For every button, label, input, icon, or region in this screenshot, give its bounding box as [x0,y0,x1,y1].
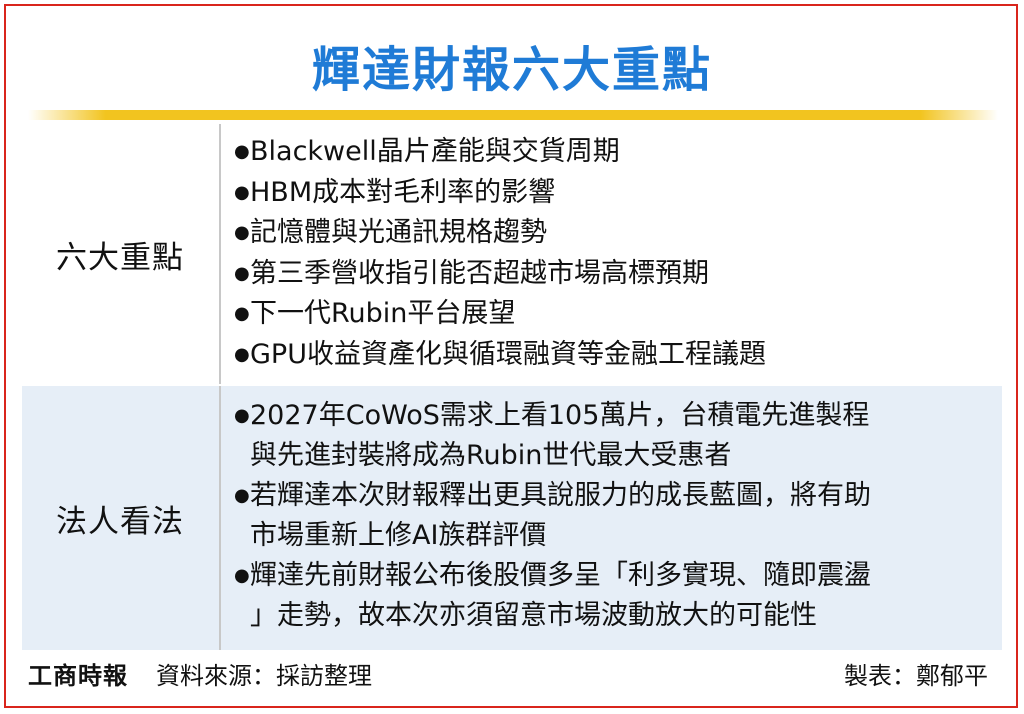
column-divider [219,386,221,650]
publisher-logo: 工商時報 [28,661,128,690]
table-credit: 製表：鄭郁平 [844,662,988,690]
row-label: 六大重點 [56,239,184,276]
list-item: ●下一代Rubin平台展望 [234,294,992,335]
list-item: ●若輝達本次財報釋出更具說服力的成長藍圖，將有助市場重新上修AI族群評價 [234,476,992,556]
bullet-icon: ● [234,262,250,284]
footer: 工商時報 資料來源：採訪整理 製表：鄭郁平 [28,656,988,692]
bullet-icon: ● [234,141,250,162]
source-note: 資料來源：採訪整理 [156,662,372,690]
list-item: ●Blackwell晶片產能與交貨周期 [234,132,992,173]
list-item: ●2027年CoWoS需求上看105萬片，台積電先進製程與先進封裝將成為Rubi… [234,396,992,476]
bullet-icon: ● [234,222,250,243]
list-item: ●HBM成本對毛利率的影響 [234,173,992,214]
bullet-icon: ● [234,303,250,324]
bullet-icon: ● [234,485,250,506]
title-underline [28,110,998,120]
bullet-icon: ● [234,181,250,203]
analyst-views-list: ●2027年CoWoS需求上看105萬片，台積電先進製程與先進封裝將成為Rubi… [234,396,992,636]
frame-border [4,4,1018,708]
list-item: ●記憶體與光通訊規格趨勢 [234,213,992,254]
bullet-icon: ● [234,565,250,586]
list-item: ●輝達先前財報公布後股價多呈「利多實現、隨即震盪」走勢，故本次亦須留意市場波動放… [234,556,992,636]
row-label: 法人看法 [56,503,184,540]
bullet-icon: ● [234,405,250,426]
page-title: 輝達財報六大重點 [311,42,712,98]
key-points-list: ●Blackwell晶片產能與交貨周期 ●HBM成本對毛利率的影響 ●記憶體與光… [234,132,992,375]
list-item: ●GPU收益資產化與循環融資等金融工程議題 [234,335,992,376]
list-item: ●第三季營收指引能否超越市場高標預期 [234,254,992,295]
table-row-key-points: 六大重點 ●Blackwell晶片產能與交貨周期 ●HBM成本對毛利率的影響 ●… [22,124,1002,384]
bullet-icon: ● [234,343,250,365]
column-divider [219,124,221,384]
table-row-analyst-views: 法人看法 ●2027年CoWoS需求上看105萬片，台積電先進製程與先進封裝將成… [22,386,1002,650]
